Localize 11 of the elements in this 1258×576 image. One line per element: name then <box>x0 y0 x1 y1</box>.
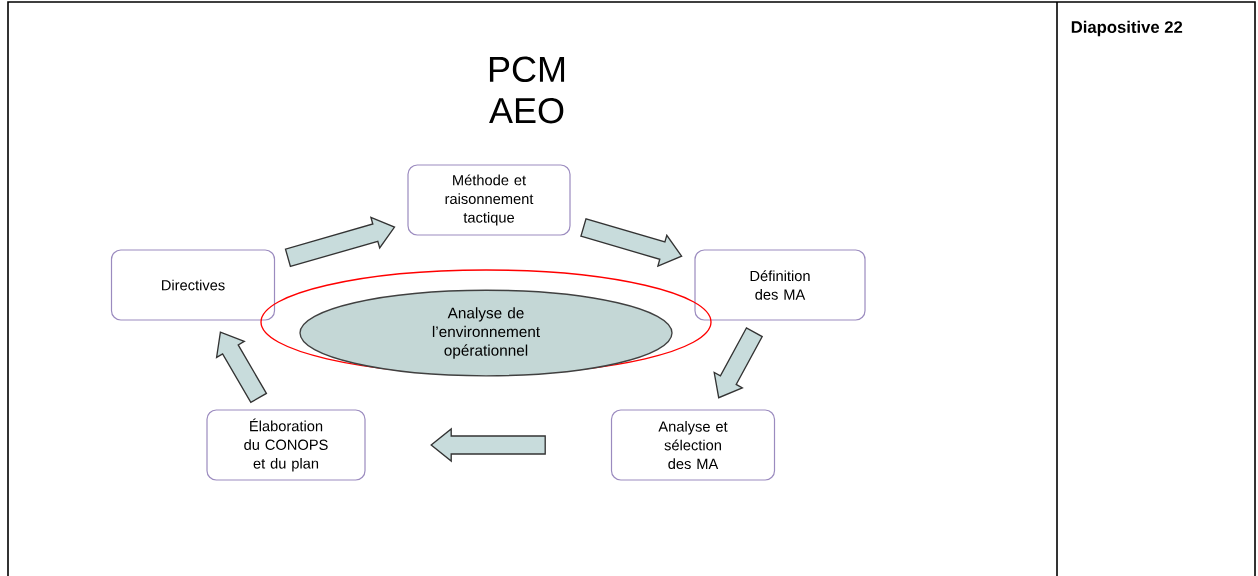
process-box: Définition des MA <box>694 249 866 321</box>
title: PCM AEO <box>489 56 565 124</box>
block-arrow <box>284 216 396 268</box>
block-arrow <box>430 427 546 463</box>
slide-number: Diapositive 22 <box>1071 20 1183 37</box>
process-box: Élaboration du CONOPS et du plan <box>206 409 366 481</box>
block-arrow <box>580 218 683 268</box>
process-box: Directives <box>110 249 276 321</box>
process-box: Analyse et sélection des MA <box>610 409 776 481</box>
block-arrow <box>215 331 268 404</box>
process-box: Méthode et raisonnement tactique <box>407 164 571 236</box>
